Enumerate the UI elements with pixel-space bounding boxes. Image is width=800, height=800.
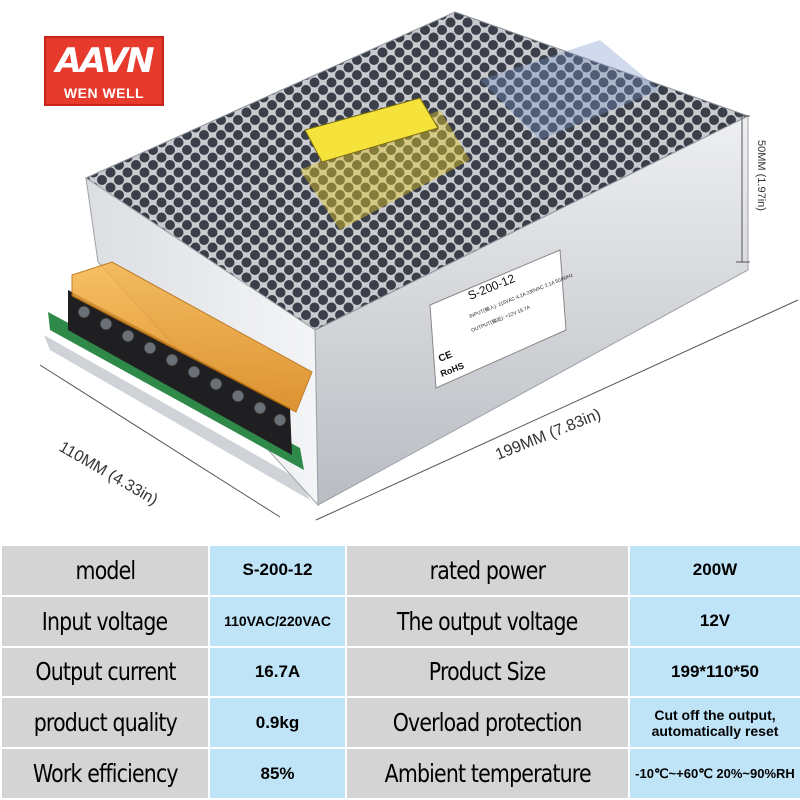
label-plate [429,249,567,389]
spec-value: S-200-12 [208,544,347,597]
spec-label: Overload protection [345,696,630,750]
spec-label: product quality [0,696,210,750]
spec-label: Ambient temperature [345,747,630,800]
terminal-screws [77,305,287,427]
spec-value: 110VAC/220VAC [208,594,347,648]
table-row: product quality 0.9kg Overload protectio… [0,696,800,750]
ce-mark-text: CE [437,349,454,365]
table-row: model S-200-12 rated power 200W [0,544,800,597]
dimension-lines [39,115,799,521]
logo-name: WEN WELL [63,85,145,101]
dim-length-text: 199MM (7.83in) [493,406,603,464]
spec-label: Product Size [345,645,630,699]
spec-value: -10℃~+60℃ 20%~90%RH [628,747,800,800]
terminal-cover [71,261,313,413]
warning-sticker [304,97,439,163]
spec-value: 85% [208,747,347,800]
spec-value: 12V [628,594,800,648]
spec-label: The output voltage [345,594,630,648]
dim-width-text: 110MM (4.33in) [56,439,161,509]
spec-label: Output current [0,645,210,699]
spec-table: model S-200-12 rated power 200W Input vo… [0,544,800,800]
spec-label: Input voltage [0,594,210,648]
spec-value: 0.9kg [208,696,347,750]
spec-value: 16.7A [208,645,347,699]
spec-label: Work efficiency [0,747,210,800]
spec-label: model [0,544,210,597]
spec-value: Cut off the output, automatically reset [628,696,800,750]
dim-height-text: 50MM (1.97in) [755,140,767,211]
brand-logo: AAVN WEN WELL [44,36,164,106]
table-row: Output current 16.7A Product Size 199*11… [0,645,800,699]
table-row: Work efficiency 85% Ambient temperature … [0,747,800,800]
logo-mark: AAVN [55,41,154,81]
table-row: Input voltage 110VAC/220VAC The output v… [0,594,800,648]
power-supply-photo: S-200-12 INPUT(输入): 115VAC 4.2A 230VAC 2… [39,11,799,521]
spec-value: 199*110*50 [628,645,800,699]
spec-label: rated power [345,544,630,597]
base-plate [44,335,310,500]
spec-value: 200W [628,544,800,597]
